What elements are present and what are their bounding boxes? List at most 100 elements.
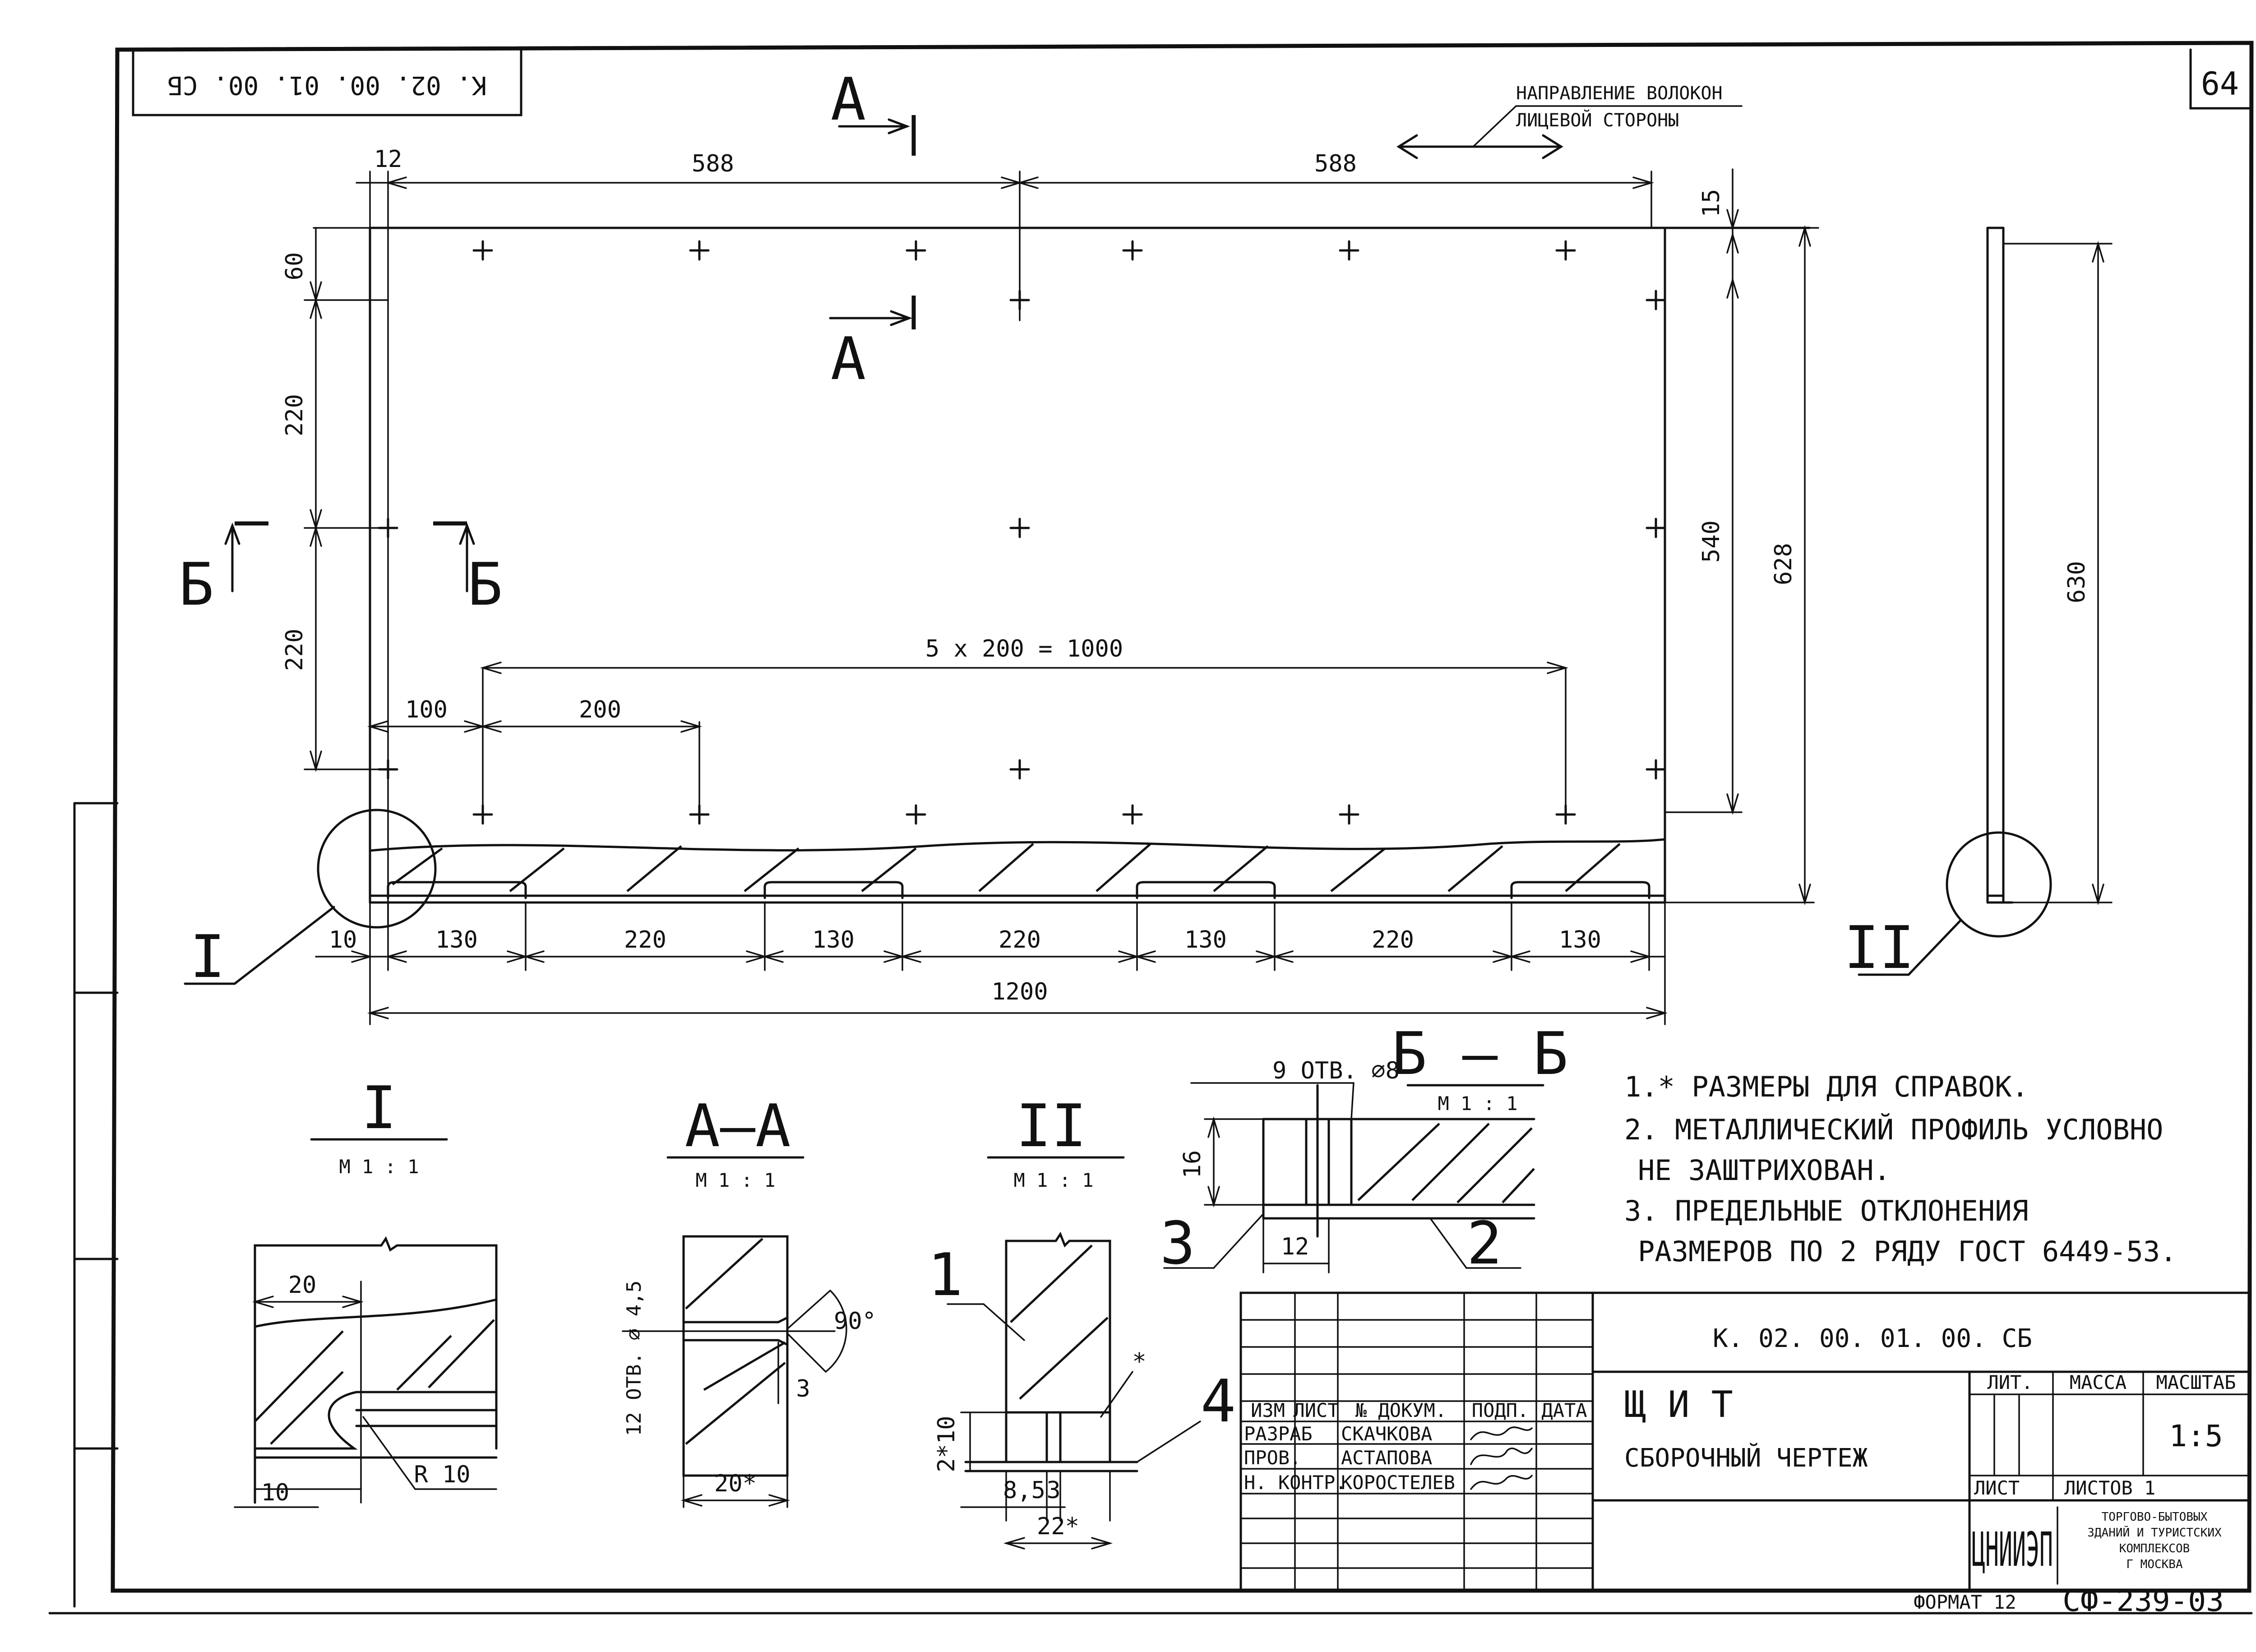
sheet-number: 64 [2201,65,2239,102]
inverted-stamp: К. 02. 00. 01. 00. СБ [132,48,522,116]
right-vertical-dimensions: 540 628 [1664,225,1815,906]
dim-200: 200 [579,696,621,723]
note-3: 3. ПРЕДЕЛЬНЫЕ ОТКЛОНЕНИЯ [1624,1194,2029,1227]
detail-ii-part-4: 4 [1201,1367,1236,1435]
tb-product-subtitle: СБОРОЧНЫЙ ЧЕРТЕЖ [1624,1443,1868,1473]
dim-540: 540 [1698,520,1725,563]
note-2: 2. МЕТАЛЛИЧЕСКИЙ ПРОФИЛЬ УСЛОВНО [1624,1113,2163,1146]
dim-588-right: 588 [1314,150,1357,177]
detail-aa-dim-20: 20* [714,1470,757,1497]
technical-notes: 1.* РАЗМЕРЫ ДЛЯ СПРАВОК. 2. МЕТАЛЛИЧЕСКИ… [1624,1070,2177,1268]
tb-role-norm-control: Н. КОНТР. [1244,1472,1347,1494]
tb-sheet-label: ЛИСТ [1974,1477,2020,1499]
fiber-direction-note: НАПРАВЛЕНИЕ ВОЛОКОН ЛИЦЕВОЙ СТОРОНЫ [1396,83,1743,159]
tb-org-line-3: КОМПЛЕКСОВ [2119,1542,2190,1555]
tb-header-doc: № ДОКУМ. [1355,1399,1447,1421]
detail-ii: II М 1 : 1 1 * 4 2*10 8,5 3 22* [928,1092,1236,1550]
wood-hatching [392,843,1621,892]
tb-org-line-2: ЗДАНИЙ И ТУРИСТСКИХ [2087,1525,2222,1540]
detail-ii-part-1: 1 [928,1240,963,1309]
tb-name-norm-control: КОРОСТЕЛЕВ [1341,1472,1455,1494]
detail-aa: А–А М 1 : 1 90° 3 12 ОТВ. ⌀ 4,5 20* [622,1092,876,1508]
dim-628: 628 [1770,543,1797,585]
detail-ii-dim-22: 22* [1037,1513,1079,1540]
dim-588-left: 588 [692,150,734,177]
dim-60: 60 [281,252,308,281]
dim-bottom-3: 130 [812,926,855,953]
detail-ii-dim-3: 3 [1046,1477,1060,1504]
callout-i: I [184,809,437,991]
tb-header-izm: ИЗМ [1251,1399,1285,1421]
sheet-number-box: 64 [2189,48,2253,110]
left-vertical-dimensions: 60 220 220 [281,227,389,773]
detail-bb-holes: 9 ОТВ. ⌀8 [1272,1057,1400,1084]
dim-10: 10 [329,926,357,953]
detail-bb: Б – Б М 1 : 1 9 ОТВ. ⌀8 16 12 3 [1160,1019,1568,1277]
fiber-note-line1: НАПРАВЛЕНИЕ ВОЛОКОН [1516,83,1723,104]
section-a-bottom-letter: А [831,324,866,393]
detail-i-title: I [361,1074,397,1142]
detail-bb-part-3: 3 [1160,1209,1195,1277]
dim-bottom-7: 130 [1559,926,1601,953]
detail-ii-star: * [1132,1348,1146,1375]
tb-header-sign: ПОДП. [1472,1399,1529,1421]
bottom-dimensions: 10 130 220 130 220 130 220 130 1200 [315,902,1668,1025]
detail-aa-angle: 90° [834,1308,876,1335]
dim-bottom-6: 220 [1372,926,1414,953]
detail-bb-part-2: 2 [1467,1209,1502,1277]
note-3-cont: РАЗМЕРОВ ПО 2 РЯДУ ГОСТ 6449-53. [1638,1235,2177,1268]
detail-aa-holes: 12 ОТВ. ⌀ 4,5 [623,1281,646,1436]
section-marker-b: Б Б [179,521,503,619]
section-a-top-letter: А [831,65,866,134]
note-2-cont: НЕ ЗАШТРИХОВАН. [1638,1154,1891,1187]
main-panel [369,171,1811,926]
metal-profile-plates [387,881,1650,899]
dim-15: 15 [1664,168,1819,281]
tb-role-developer: РАЗРАБ [1244,1423,1313,1445]
detail-i-dim-20: 20 [288,1272,317,1299]
dim-220-lower: 220 [281,629,308,671]
detail-bb-dim-12: 12 [1281,1233,1309,1260]
tb-org-line-4: Г МОСКВА [2126,1558,2183,1571]
tb-scale-label: МАСШТАБ [2156,1371,2236,1393]
detail-ii-scale: М 1 : 1 [1013,1169,1093,1191]
dim-pitch: 5 x 200 = 1000 [925,635,1123,662]
tb-org-line-1: ТОРГОВО-БЫТОВЫХ [2102,1510,2208,1524]
tb-header-list: ЛИСТ [1293,1399,1339,1421]
note-1: 1.* РАЗМЕРЫ ДЛЯ СПРАВОК. [1624,1070,2029,1103]
tb-sheets-label: ЛИСТОВ 1 [2064,1477,2155,1499]
tb-name-developer: СКАЧКОВА [1341,1423,1432,1445]
detail-bb-dim-16: 16 [1179,1150,1206,1179]
section-b-left-letter: Б [179,550,214,619]
dim-220-upper: 220 [281,394,308,436]
section-b-right-letter: Б [467,550,503,619]
detail-ii-dim-85: 8,5 [1003,1477,1045,1504]
title-block: ИЗМ ЛИСТ № ДОКУМ. ПОДП. ДАТА РАЗРАБ СКАЧ… [1239,1291,2251,1618]
dim-100: 100 [405,696,448,723]
callout-i-label: I [190,922,225,991]
tb-scale-value: 1:5 [2169,1419,2223,1453]
dim-bottom-4: 220 [999,926,1041,953]
detail-aa-title: А–А [685,1092,791,1160]
dim-bottom-1: 130 [435,926,478,953]
top-dimensions: 12 588 588 [356,146,1655,229]
detail-i-scale: М 1 : 1 [339,1156,419,1178]
detail-ii-title: II [1016,1092,1087,1160]
tb-org-logo: ЦНИИЭП [1972,1522,2053,1577]
callout-ii-label: II [1844,913,1915,982]
sheet-frame [48,41,2254,1615]
dim-12: 12 [374,146,402,173]
detail-i-dim-10: 10 [261,1479,290,1506]
detail-aa-dim-3: 3 [796,1375,810,1402]
section-marker-a: А А [829,65,916,393]
detail-i: I М 1 : 1 20 10 R 10 [234,1074,498,1508]
fastener-crosses [378,240,1666,825]
tb-mass-label: МАССА [2070,1371,2127,1393]
detail-aa-scale: М 1 : 1 [695,1169,775,1191]
fiber-note-line2: ЛИЦЕВОЙ СТОРОНЫ [1516,109,1679,131]
dim-15-label: 15 [1698,189,1725,217]
pitch-dimensions: 5 x 200 = 1000 100 200 [367,635,1569,815]
tb-format: ФОРМАТ 12 [1914,1591,2016,1613]
tb-name-checker: АСТАПОВА [1341,1447,1432,1469]
